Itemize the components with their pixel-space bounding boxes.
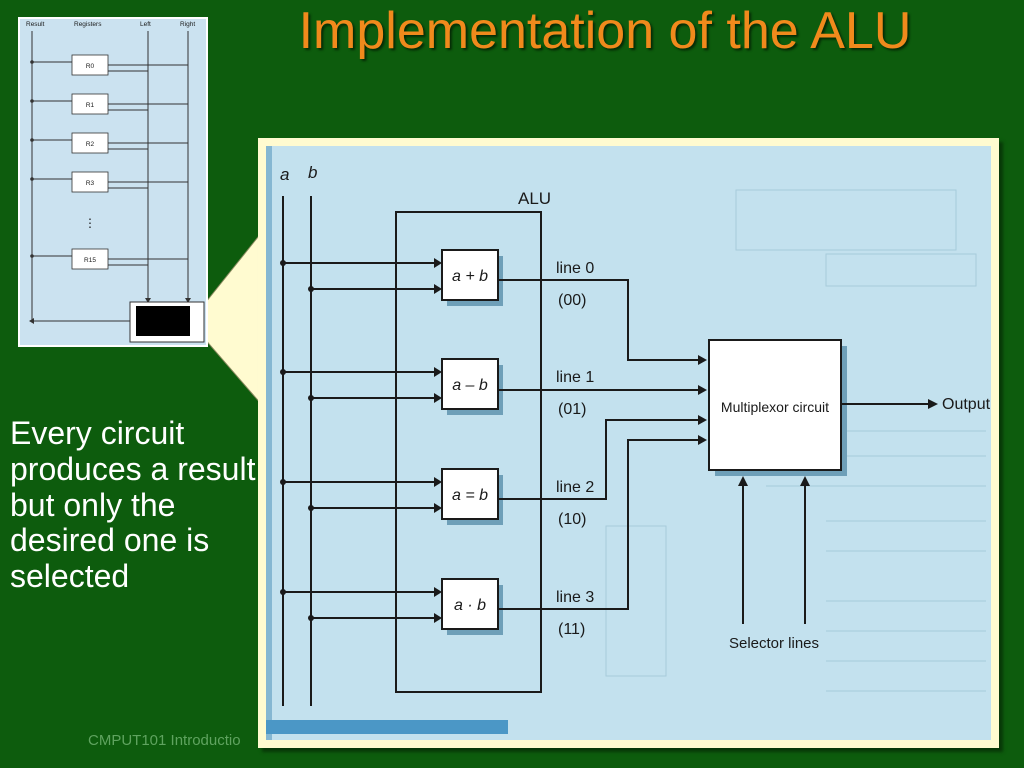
alu-diagram-frame: a b ALU a + b line 0 (00) — [258, 138, 999, 748]
header-right: Right — [180, 21, 195, 28]
header-left: Left — [140, 21, 151, 28]
register-label: R15 — [84, 257, 96, 264]
register-row: R15 — [30, 248, 188, 270]
selector-lines-label: Selector lines — [729, 635, 819, 652]
slide-body-text: Every circuit produces a result but only… — [10, 415, 256, 595]
alu-unit: a + b line 0 (00) — [280, 249, 707, 365]
register-label: R2 — [86, 141, 95, 148]
alu-unit-op: a = b — [452, 487, 488, 504]
register-label: R1 — [86, 102, 95, 109]
alu-unit-code: (10) — [558, 511, 586, 528]
alu-label: ALU — [518, 189, 551, 208]
register-row: R1 — [30, 93, 188, 115]
alu-diagram: a b ALU a + b line 0 (00) — [266, 146, 991, 740]
alu-black-box — [136, 306, 190, 336]
slide-footer: CMPUT101 Introductio — [88, 732, 241, 749]
register-row: R3 — [30, 171, 188, 193]
alu-unit-code: (01) — [558, 401, 586, 418]
multiplexor-label: Multiplexor circuit — [721, 399, 829, 415]
alu-unit-line: line 2 — [556, 479, 594, 496]
alu-unit-op: a · b — [454, 597, 486, 614]
ellipsis: ⋮ — [84, 216, 96, 230]
alu-unit-op: a + b — [452, 268, 488, 285]
page-edge-bar — [266, 720, 508, 734]
alu-unit-line: line 0 — [556, 260, 594, 277]
alu-unit-code: (11) — [558, 621, 585, 638]
alu-unit-line: line 1 — [556, 369, 594, 386]
output-label: Output — [942, 396, 991, 413]
alu-unit-op: a – b — [452, 377, 488, 394]
register-label: R0 — [86, 63, 95, 70]
register-row: R2 — [30, 132, 188, 154]
alu-unit: a – b line 1 (01) — [280, 358, 707, 418]
alu-unit-code: (00) — [558, 292, 586, 309]
register-row: R0 — [30, 54, 188, 76]
register-label: R3 — [86, 180, 95, 187]
input-label-b: b — [308, 163, 317, 182]
input-label-a: a — [280, 165, 289, 184]
header-registers: Registers — [74, 21, 102, 28]
register-file-diagram: Result Registers Left Right R0 R1 R2 — [18, 17, 208, 347]
background-show-through — [605, 189, 986, 692]
alu-unit: a · b line 3 (11) — [280, 435, 707, 638]
alu-unit-line: line 3 — [556, 589, 594, 606]
alu-box — [395, 211, 542, 693]
slide-title: Implementation of the ALU — [298, 2, 912, 60]
header-result: Result — [26, 21, 45, 28]
alu-unit: a = b line 2 (10) — [280, 415, 707, 528]
multiplexor: Multiplexor circuit — [708, 339, 847, 476]
